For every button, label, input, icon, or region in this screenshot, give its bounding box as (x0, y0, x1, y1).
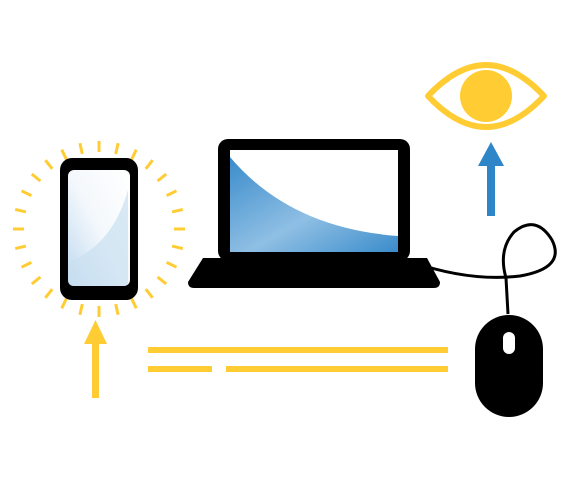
glow-ray (165, 261, 178, 269)
glow-ray (78, 303, 84, 316)
glow-ray (165, 189, 178, 197)
connection-double-line (148, 347, 448, 372)
glow-ray (114, 303, 120, 316)
glow-ray (60, 297, 68, 309)
glow-ray (20, 261, 33, 269)
glow-ray (156, 172, 168, 183)
glow-ray (14, 244, 27, 251)
glow-ray (30, 275, 42, 286)
glow-ray (130, 149, 138, 161)
glow-ray (130, 297, 138, 309)
arrow-up-icon-eye (478, 142, 504, 216)
glow-ray (78, 142, 84, 155)
glow-ray (60, 149, 68, 161)
phone-glow-rays (13, 141, 185, 317)
eye-iris (460, 70, 512, 122)
glow-ray (156, 275, 168, 286)
arrow-up-icon-phone (84, 320, 107, 398)
mouse-icon (475, 315, 543, 417)
glow-ray (144, 159, 154, 170)
mouse-wheel (503, 332, 515, 354)
eye-icon (425, 62, 547, 130)
glow-ray (171, 244, 184, 251)
glow-ray (44, 159, 54, 170)
glow-ray (44, 288, 54, 299)
laptop-icon (188, 139, 440, 288)
glow-ray (144, 288, 154, 299)
mouse-cable (411, 223, 557, 315)
laptop-base (188, 258, 440, 288)
glow-ray (14, 207, 27, 214)
glow-ray (20, 189, 33, 197)
smartphone-icon (60, 158, 138, 300)
glow-ray (114, 142, 120, 155)
glow-ray (30, 172, 42, 183)
glow-ray (171, 207, 184, 214)
